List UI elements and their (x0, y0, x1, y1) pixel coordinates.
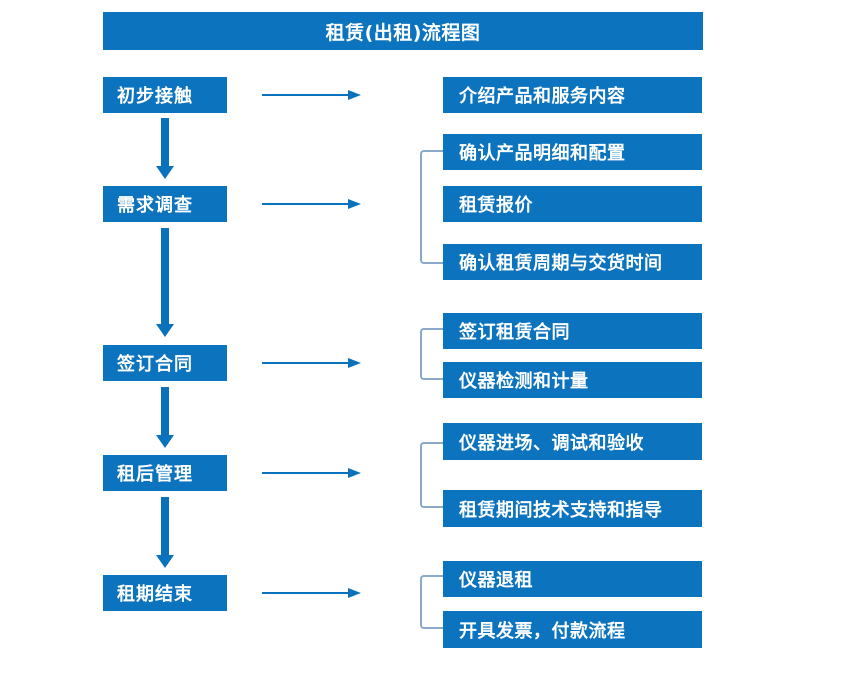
detail-box-invoice-payment[interactable]: 开具发票，付款流程 (443, 611, 702, 648)
detail-box-introduce-products[interactable]: 介绍产品和服务内容 (443, 77, 702, 113)
detail-box-rental-quotation[interactable]: 租赁报价 (443, 186, 702, 222)
arrow-down-management-to-lease-end (153, 497, 177, 569)
bracket-sign-contract-group (420, 328, 443, 380)
detail-box-instrument-return[interactable]: 仪器退租 (443, 561, 702, 597)
arrow-right-lease-end (262, 587, 362, 599)
bracket-needs-survey-group (420, 150, 443, 264)
detail-box-instrument-inspection[interactable]: 仪器检测和计量 (443, 362, 702, 398)
arrow-right-initial-contact (262, 89, 362, 101)
arrow-right-sign-contract (262, 357, 362, 369)
arrow-right-needs-survey (262, 198, 362, 210)
detail-box-instrument-delivery[interactable]: 仪器进场、调试和验收 (443, 423, 702, 460)
page-title: 租赁(出租)流程图 (103, 12, 703, 50)
stage-box-post-rental-management[interactable]: 租后管理 (103, 455, 227, 491)
detail-box-confirm-lease-period[interactable]: 确认租赁周期与交货时间 (443, 244, 702, 280)
arrow-down-contact-to-survey (153, 118, 177, 180)
detail-box-confirm-product-details[interactable]: 确认产品明细和配置 (443, 134, 702, 170)
stage-box-lease-end[interactable]: 租期结束 (103, 575, 227, 611)
detail-box-sign-lease-agreement[interactable]: 签订租赁合同 (443, 313, 702, 349)
bracket-lease-end-group (420, 575, 443, 629)
stage-box-initial-contact[interactable]: 初步接触 (103, 77, 227, 113)
arrow-right-post-rental-management (262, 467, 362, 479)
stage-box-sign-contract[interactable]: 签订合同 (103, 345, 227, 381)
bracket-post-rental-group (420, 442, 443, 508)
detail-box-technical-support[interactable]: 租赁期间技术支持和指导 (443, 490, 702, 527)
arrow-down-survey-to-contract (153, 228, 177, 338)
stage-box-needs-survey[interactable]: 需求调查 (103, 186, 227, 222)
arrow-down-contract-to-management (153, 387, 177, 449)
